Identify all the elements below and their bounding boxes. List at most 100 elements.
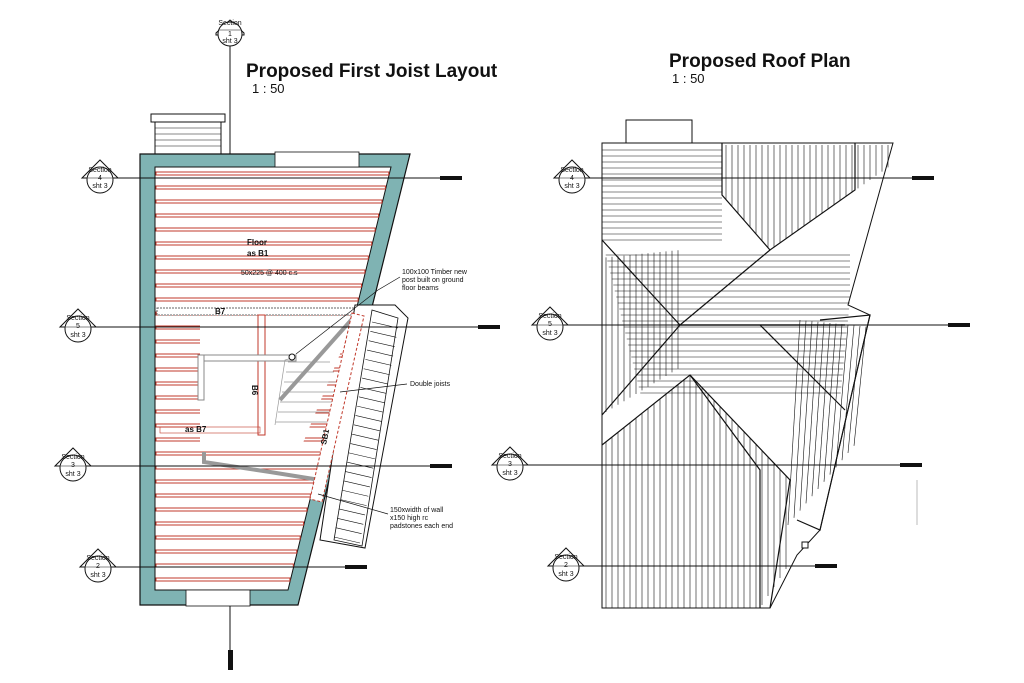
svg-text:5: 5	[548, 321, 552, 328]
roof-hatch-line	[847, 325, 861, 454]
section-marker-5-right: Section 5 sht 3	[530, 306, 570, 341]
joist-plan: B7 B6 SB1 as B7 Floor as B1 5	[53, 19, 500, 670]
roof-hatch-line	[805, 321, 819, 504]
section-marker-5-left: Section 5 sht 3	[58, 308, 98, 343]
section-marker-2-left: Section 2 sht 3	[78, 548, 118, 583]
joist	[155, 549, 298, 554]
svg-text:sht 3: sht 3	[70, 332, 85, 339]
note-padstones-line-2: x150 high rc	[390, 515, 429, 522]
bay-hatch-line	[333, 536, 361, 544]
beam-b7	[156, 307, 366, 316]
bay-hatch-line	[342, 489, 369, 497]
roof-plan-title-block: Proposed Roof Plan 1 : 50	[669, 51, 851, 86]
roof-hatch-line	[853, 326, 867, 446]
floor-label: Floor	[247, 238, 267, 247]
bay-hatch-line	[365, 359, 392, 366]
section-marker-4-left: Section 4 sht 3	[80, 159, 120, 194]
svg-text:Section: Section	[61, 454, 84, 461]
joist	[155, 451, 322, 456]
svg-text:Section: Section	[86, 555, 109, 562]
bay-hatch-line	[335, 527, 362, 534]
section-marker-2-right: Section 2 sht 3	[546, 547, 586, 582]
joist	[155, 255, 369, 260]
bay-hatch-line	[362, 377, 389, 385]
svg-text:Section: Section	[498, 453, 521, 460]
svg-text:Section: Section	[66, 315, 89, 322]
note-timber-post: 100x100 Timber new post built on ground …	[295, 269, 468, 355]
chimney-stack	[154, 121, 222, 155]
section-line-ends-left	[345, 176, 500, 569]
note-post-line-1: 100x100 Timber new	[402, 269, 468, 276]
section-lines-right	[520, 177, 948, 567]
svg-text:4: 4	[570, 175, 574, 182]
joist	[155, 199, 383, 204]
svg-text:Section: Section	[538, 313, 561, 320]
roof-hatch-line	[817, 322, 831, 490]
bay-hatch-line	[338, 508, 366, 516]
joist-plan-title-block: Proposed First Joist Layout 1 : 50	[246, 61, 498, 96]
joist	[155, 171, 390, 176]
beam-sb1-label: SB1	[319, 428, 331, 446]
joist	[155, 297, 359, 302]
bay-roof-hatch	[333, 321, 399, 544]
bay-hatch-line	[360, 387, 387, 394]
joist	[155, 185, 386, 190]
bay-hatch-line	[363, 368, 390, 376]
svg-text:sht 3: sht 3	[542, 330, 557, 337]
svg-text:2: 2	[96, 563, 100, 570]
joist-plan-title: Proposed First Joist Layout	[246, 61, 498, 82]
svg-text:5: 5	[76, 323, 80, 330]
joist	[155, 283, 363, 288]
double-joist-lower	[202, 452, 321, 482]
svg-text:1: 1	[228, 31, 232, 38]
svg-text:3: 3	[71, 462, 75, 469]
svg-text:Section: Section	[218, 20, 241, 27]
svg-text:sht 3: sht 3	[564, 183, 579, 190]
timber-post	[288, 353, 296, 361]
svg-text:sht 3: sht 3	[502, 470, 517, 477]
roof-plan: Section 4 sht 3 Section 5 sht 3 Section …	[490, 119, 970, 609]
section-marker-3-left: Section 3 sht 3	[53, 447, 93, 482]
joist	[155, 507, 308, 512]
bay-hatch-line	[358, 396, 385, 404]
chimney-cap	[150, 113, 226, 123]
beam-as-b7	[159, 426, 261, 434]
joist	[155, 577, 291, 582]
floor-ref-label: as B1	[247, 249, 269, 258]
svg-text:sht 3: sht 3	[222, 38, 237, 45]
bay-hatch-line	[337, 518, 364, 525]
roof-hatch-line	[799, 321, 813, 511]
bay-hatch-line	[355, 415, 382, 422]
roof-hatch-line	[793, 320, 807, 518]
section-marker-4-right: Section 4 sht 3	[552, 159, 592, 194]
note-padstones: 150xwidth of wall x150 high rc padstones…	[317, 493, 453, 530]
note-post-line-2: post built on ground	[402, 277, 464, 284]
bay-hatch-line	[353, 424, 380, 432]
bay-hatch-line	[370, 331, 397, 338]
bay-hatch-line	[340, 499, 367, 506]
bay-hatch-line	[345, 471, 372, 478]
joist	[155, 213, 380, 218]
roof-chimney	[625, 119, 693, 145]
svg-text:sht 3: sht 3	[90, 572, 105, 579]
wall-opening-top	[274, 151, 360, 168]
beam-b7-label: B7	[215, 307, 226, 316]
svg-text:Section: Section	[560, 167, 583, 174]
svg-text:sht 3: sht 3	[65, 471, 80, 478]
double-joist-diagonal	[278, 316, 355, 402]
bay-hatch-line	[368, 340, 395, 347]
bay-hatch-line	[348, 452, 375, 460]
bay-roof	[333, 309, 399, 547]
joist	[155, 269, 366, 274]
beam-sb1	[309, 312, 365, 503]
svg-text:Section: Section	[554, 554, 577, 561]
joist-plan-scale: 1 : 50	[252, 81, 285, 96]
svg-text:Section: Section	[88, 167, 111, 174]
bay-hatch-line	[366, 349, 394, 357]
roof-hatch-line	[811, 322, 825, 497]
svg-text:3: 3	[508, 461, 512, 468]
note-double-label: Double joists	[410, 381, 451, 388]
svg-text:4: 4	[98, 175, 102, 182]
roof-hatch-line	[841, 325, 855, 461]
